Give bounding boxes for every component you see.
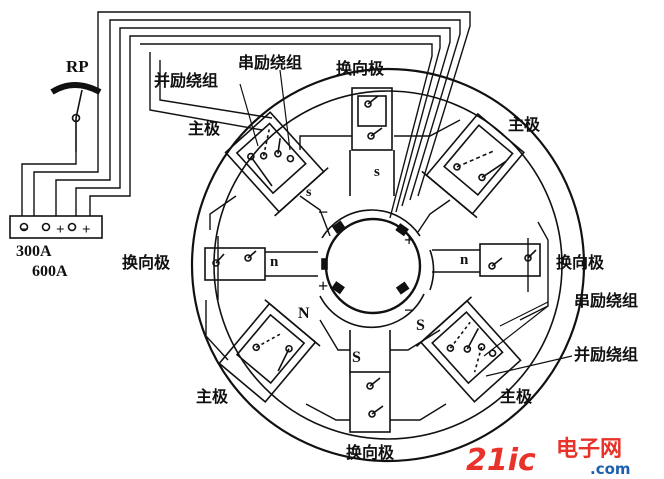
- terminal-plus-label-2: +: [82, 222, 91, 238]
- brush-minus-sign-right: −: [404, 300, 414, 320]
- terminal-minus: [19, 222, 29, 232]
- main-pole-lower-right: [415, 296, 522, 403]
- interpole-bottom: [349, 330, 391, 433]
- meter-range-high: 600A: [32, 263, 68, 280]
- label-main-pole-lower-right: 主极: [500, 387, 533, 406]
- main-pole-upper-right: [421, 112, 525, 219]
- polarity-s-upper-left: s: [306, 185, 312, 200]
- label-series-winding-right: 串励绕组: [574, 291, 638, 310]
- label-main-pole-upper-right: 主极: [508, 115, 541, 134]
- interpole-right: [432, 243, 541, 277]
- polarity-s-top: s: [374, 164, 380, 180]
- polarity-N: N: [298, 305, 310, 322]
- interpole-left: [204, 247, 318, 281]
- terminal-plus-1: [41, 222, 51, 232]
- label-interpole-left: 换向极: [122, 253, 171, 272]
- watermark-chinese: 电子网: [556, 437, 622, 462]
- label-shunt-winding-top: 并励绕组: [154, 71, 218, 90]
- terminal-plus-2: [67, 222, 77, 232]
- meter-terminal-block: [9, 215, 103, 239]
- interpole-top: [349, 87, 395, 196]
- label-main-pole-lower-left: 主极: [196, 387, 229, 406]
- rheostat-label: RP: [66, 57, 89, 76]
- label-series-winding-top: 串励绕组: [238, 53, 302, 72]
- terminal-minus-label: −: [20, 222, 29, 238]
- label-shunt-winding-right: 并励绕组: [574, 345, 638, 364]
- terminal-plus-label-1: +: [56, 222, 65, 238]
- external-leads: [21, 11, 471, 219]
- meter-range-low: 300A: [16, 243, 52, 260]
- watermark-url: .com: [590, 460, 631, 478]
- watermark-digits: 21ic: [466, 443, 536, 478]
- watermark: 21ic 电子网 .com: [466, 437, 631, 478]
- leader-lines: [239, 69, 573, 377]
- rheostat: [50, 82, 102, 152]
- brush-plus-sign-left: +: [318, 276, 328, 296]
- polarity-S-right: S: [416, 317, 425, 334]
- polarity-n-right: n: [460, 252, 469, 268]
- armature: [319, 209, 435, 329]
- brush-plus-sign-right: +: [404, 230, 414, 250]
- polarity-S-bottom: S: [352, 349, 361, 366]
- label-interpole-bottom: 换向极: [346, 443, 395, 462]
- brushes: [321, 220, 410, 295]
- main-pole-upper-left: [224, 111, 329, 217]
- brush-minus-sign: −: [318, 202, 328, 222]
- polarity-n-left: n: [270, 254, 279, 270]
- label-interpole-right: 换向极: [556, 253, 605, 272]
- label-interpole-top: 换向极: [336, 59, 385, 78]
- main-pole-lower-left: [218, 299, 321, 404]
- internal-wiring: [205, 119, 549, 421]
- label-main-pole-upper-left: 主极: [188, 119, 221, 138]
